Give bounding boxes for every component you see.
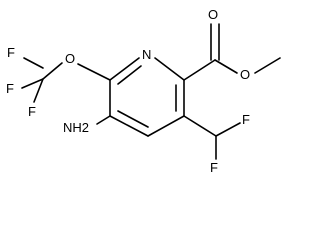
atom-f2: F [6, 81, 14, 96]
bond-carbonyl-c-o [214, 59, 238, 74]
bond-c2-carbonyl-c [183, 59, 216, 81]
atom-nh2: NH2 [63, 120, 89, 135]
bond-ester-o-methyl [254, 57, 281, 74]
bond-f2-cf3 [21, 78, 44, 89]
bond-ring-n-c2 [154, 57, 185, 81]
bond-ring-c4-c5 [109, 115, 149, 137]
bond-f1-cf3 [23, 57, 44, 69]
atom-o-ether: O [65, 51, 75, 66]
atom-n-ring: N [142, 47, 151, 62]
atom-o-ester: O [240, 67, 250, 82]
atom-f4: F [242, 112, 250, 127]
bond-chf2-f4 [215, 122, 241, 137]
molecule-structure-diagram: F F F O N O O NH2 F F [6, 7, 281, 175]
bond-c3-chf2 [183, 115, 217, 137]
atom-labels: F F F O N O O NH2 F F [6, 7, 250, 175]
bond-ring-c6-n [109, 57, 140, 81]
bond-c5-nh2 [96, 115, 111, 125]
bond-ring-c6-n-inner [117, 65, 142, 85]
bond-lines [21, 23, 281, 160]
atom-f5: F [210, 160, 218, 175]
atom-f1: F [7, 45, 15, 60]
bond-ring-c3-c4 [147, 115, 185, 137]
atom-o-carbonyl: O [208, 7, 218, 22]
bond-f3-cf3 [33, 78, 44, 103]
bond-cf3-o [42, 62, 63, 80]
bond-o-ring [77, 63, 111, 81]
atom-f3: F [28, 104, 36, 119]
bond-ring-c4-c5-inner [117, 110, 149, 128]
